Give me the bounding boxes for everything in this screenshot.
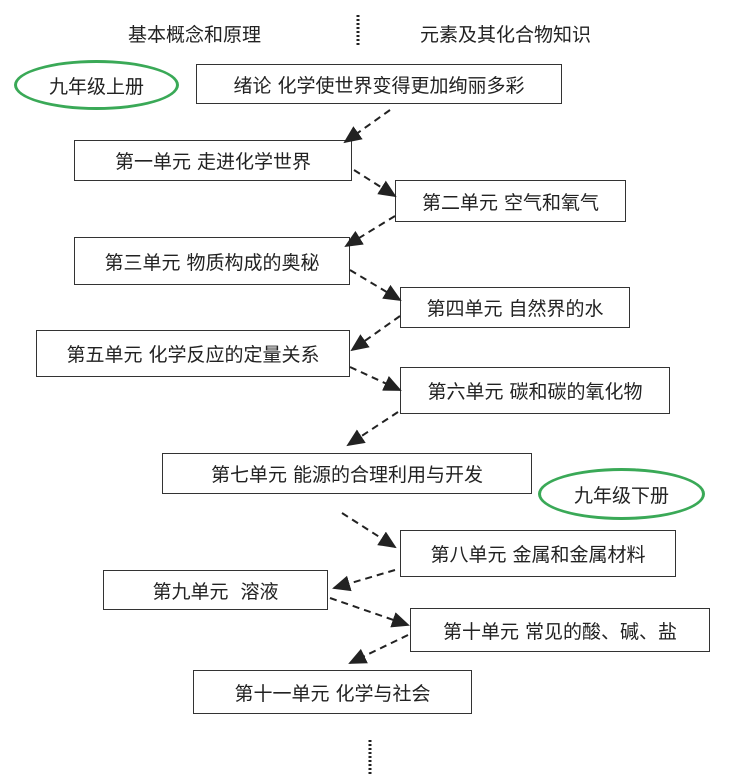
arrow [344,215,396,248]
arrow [329,597,410,628]
unit-3: 第三单元 物质构成的奥秘 [74,237,350,285]
unit-1: 第一单元 走进化学世界 [74,140,352,181]
unit-9: 第九单元 溶液 [103,570,328,610]
unit-6: 第六单元 碳和碳的氧化物 [400,367,670,414]
unit-5: 第五单元 化学反应的定量关系 [36,330,350,377]
header-basic-concepts: 基本概念和原理 [128,24,262,46]
unit-4: 第四单元 自然界的水 [400,287,630,328]
unit-11: 第十一单元 化学与社会 [193,670,472,714]
arrow [349,366,402,391]
grade-upper-label: 九年级上册 [14,60,179,110]
unit-2: 第二单元 空气和氧气 [395,180,626,222]
arrow [350,315,401,352]
arrow [346,411,399,447]
arrow [341,512,397,549]
header-elements-compounds: 元素及其化合物知识 [420,24,592,46]
grade-lower-label: 九年级下册 [538,468,705,520]
arrow [349,269,402,302]
arrow [353,169,397,198]
unit-intro: 绪论 化学使世界变得更加绚丽多彩 [196,64,562,104]
arrow [348,634,409,664]
unit-7: 第七单元 能源的合理利用与开发 [162,453,532,494]
arrow [332,569,396,592]
unit-10: 第十单元 常见的酸、碱、盐 [410,608,710,652]
unit-8: 第八单元 金属和金属材料 [400,530,676,577]
arrow [343,109,391,144]
